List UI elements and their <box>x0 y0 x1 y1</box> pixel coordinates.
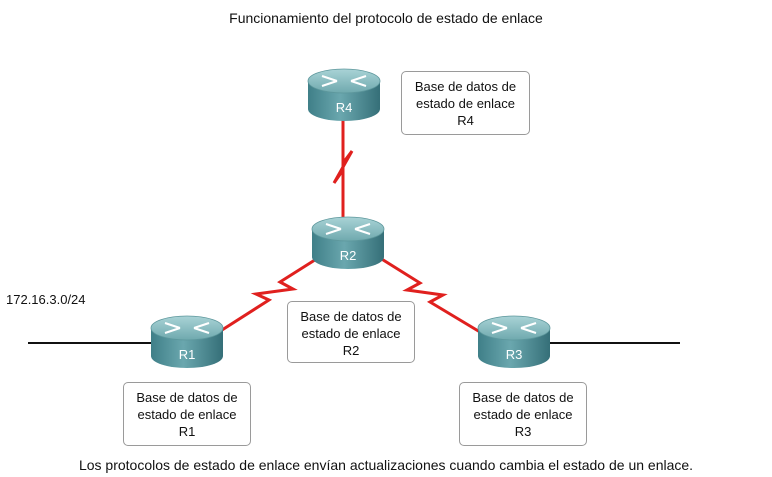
router-label-r1: R1 <box>179 347 196 362</box>
router-r2: R2 <box>311 216 385 269</box>
router-r4: R4 <box>307 68 381 121</box>
router-label-r3: R3 <box>506 347 523 362</box>
database-router-name: R1 <box>178 424 196 439</box>
database-line: Base de datos de <box>414 79 517 94</box>
router-arrows-icon <box>321 75 367 87</box>
database-router-name: R2 <box>342 343 360 358</box>
serial-link-r4-r2 <box>332 112 354 222</box>
serial-link-r2-r3 <box>379 256 481 334</box>
router-r1: R1 <box>150 315 224 368</box>
router-arrows-icon <box>491 322 537 334</box>
database-line: estado de enlace <box>301 326 401 341</box>
serial-link-r2-r1 <box>221 256 319 332</box>
router-label-r2: R2 <box>340 248 357 263</box>
diagram-title: Funcionamiento del protocolo de estado d… <box>229 10 543 26</box>
database-line: Base de datos de <box>472 390 574 405</box>
database-router-name: R4 <box>457 113 474 128</box>
database-box-r1: Base de datos de estado de enlace R1 <box>123 382 251 446</box>
router-r3: R3 <box>477 315 551 368</box>
database-box-r2: Base de datos de estado de enlace R2 <box>287 301 415 363</box>
database-box-r3: Base de datos de estado de enlace R3 <box>459 382 587 446</box>
database-line: Base de datos de <box>300 309 402 324</box>
database-line: estado de enlace <box>415 96 516 111</box>
router-arrows-icon <box>164 322 210 334</box>
database-line: Base de datos de <box>136 390 238 405</box>
database-line: estado de enlace <box>137 407 237 422</box>
router-label-r4: R4 <box>336 100 353 115</box>
database-line: estado de enlace <box>473 407 573 422</box>
router-arrows-icon <box>325 223 371 235</box>
database-box-r4: Base de datos de estado de enlace R4 <box>401 71 530 135</box>
network-address-label: 172.16.3.0/24 <box>6 292 86 307</box>
database-router-name: R3 <box>514 424 532 439</box>
diagram-caption: Los protocolos de estado de enlace envía… <box>78 457 694 473</box>
